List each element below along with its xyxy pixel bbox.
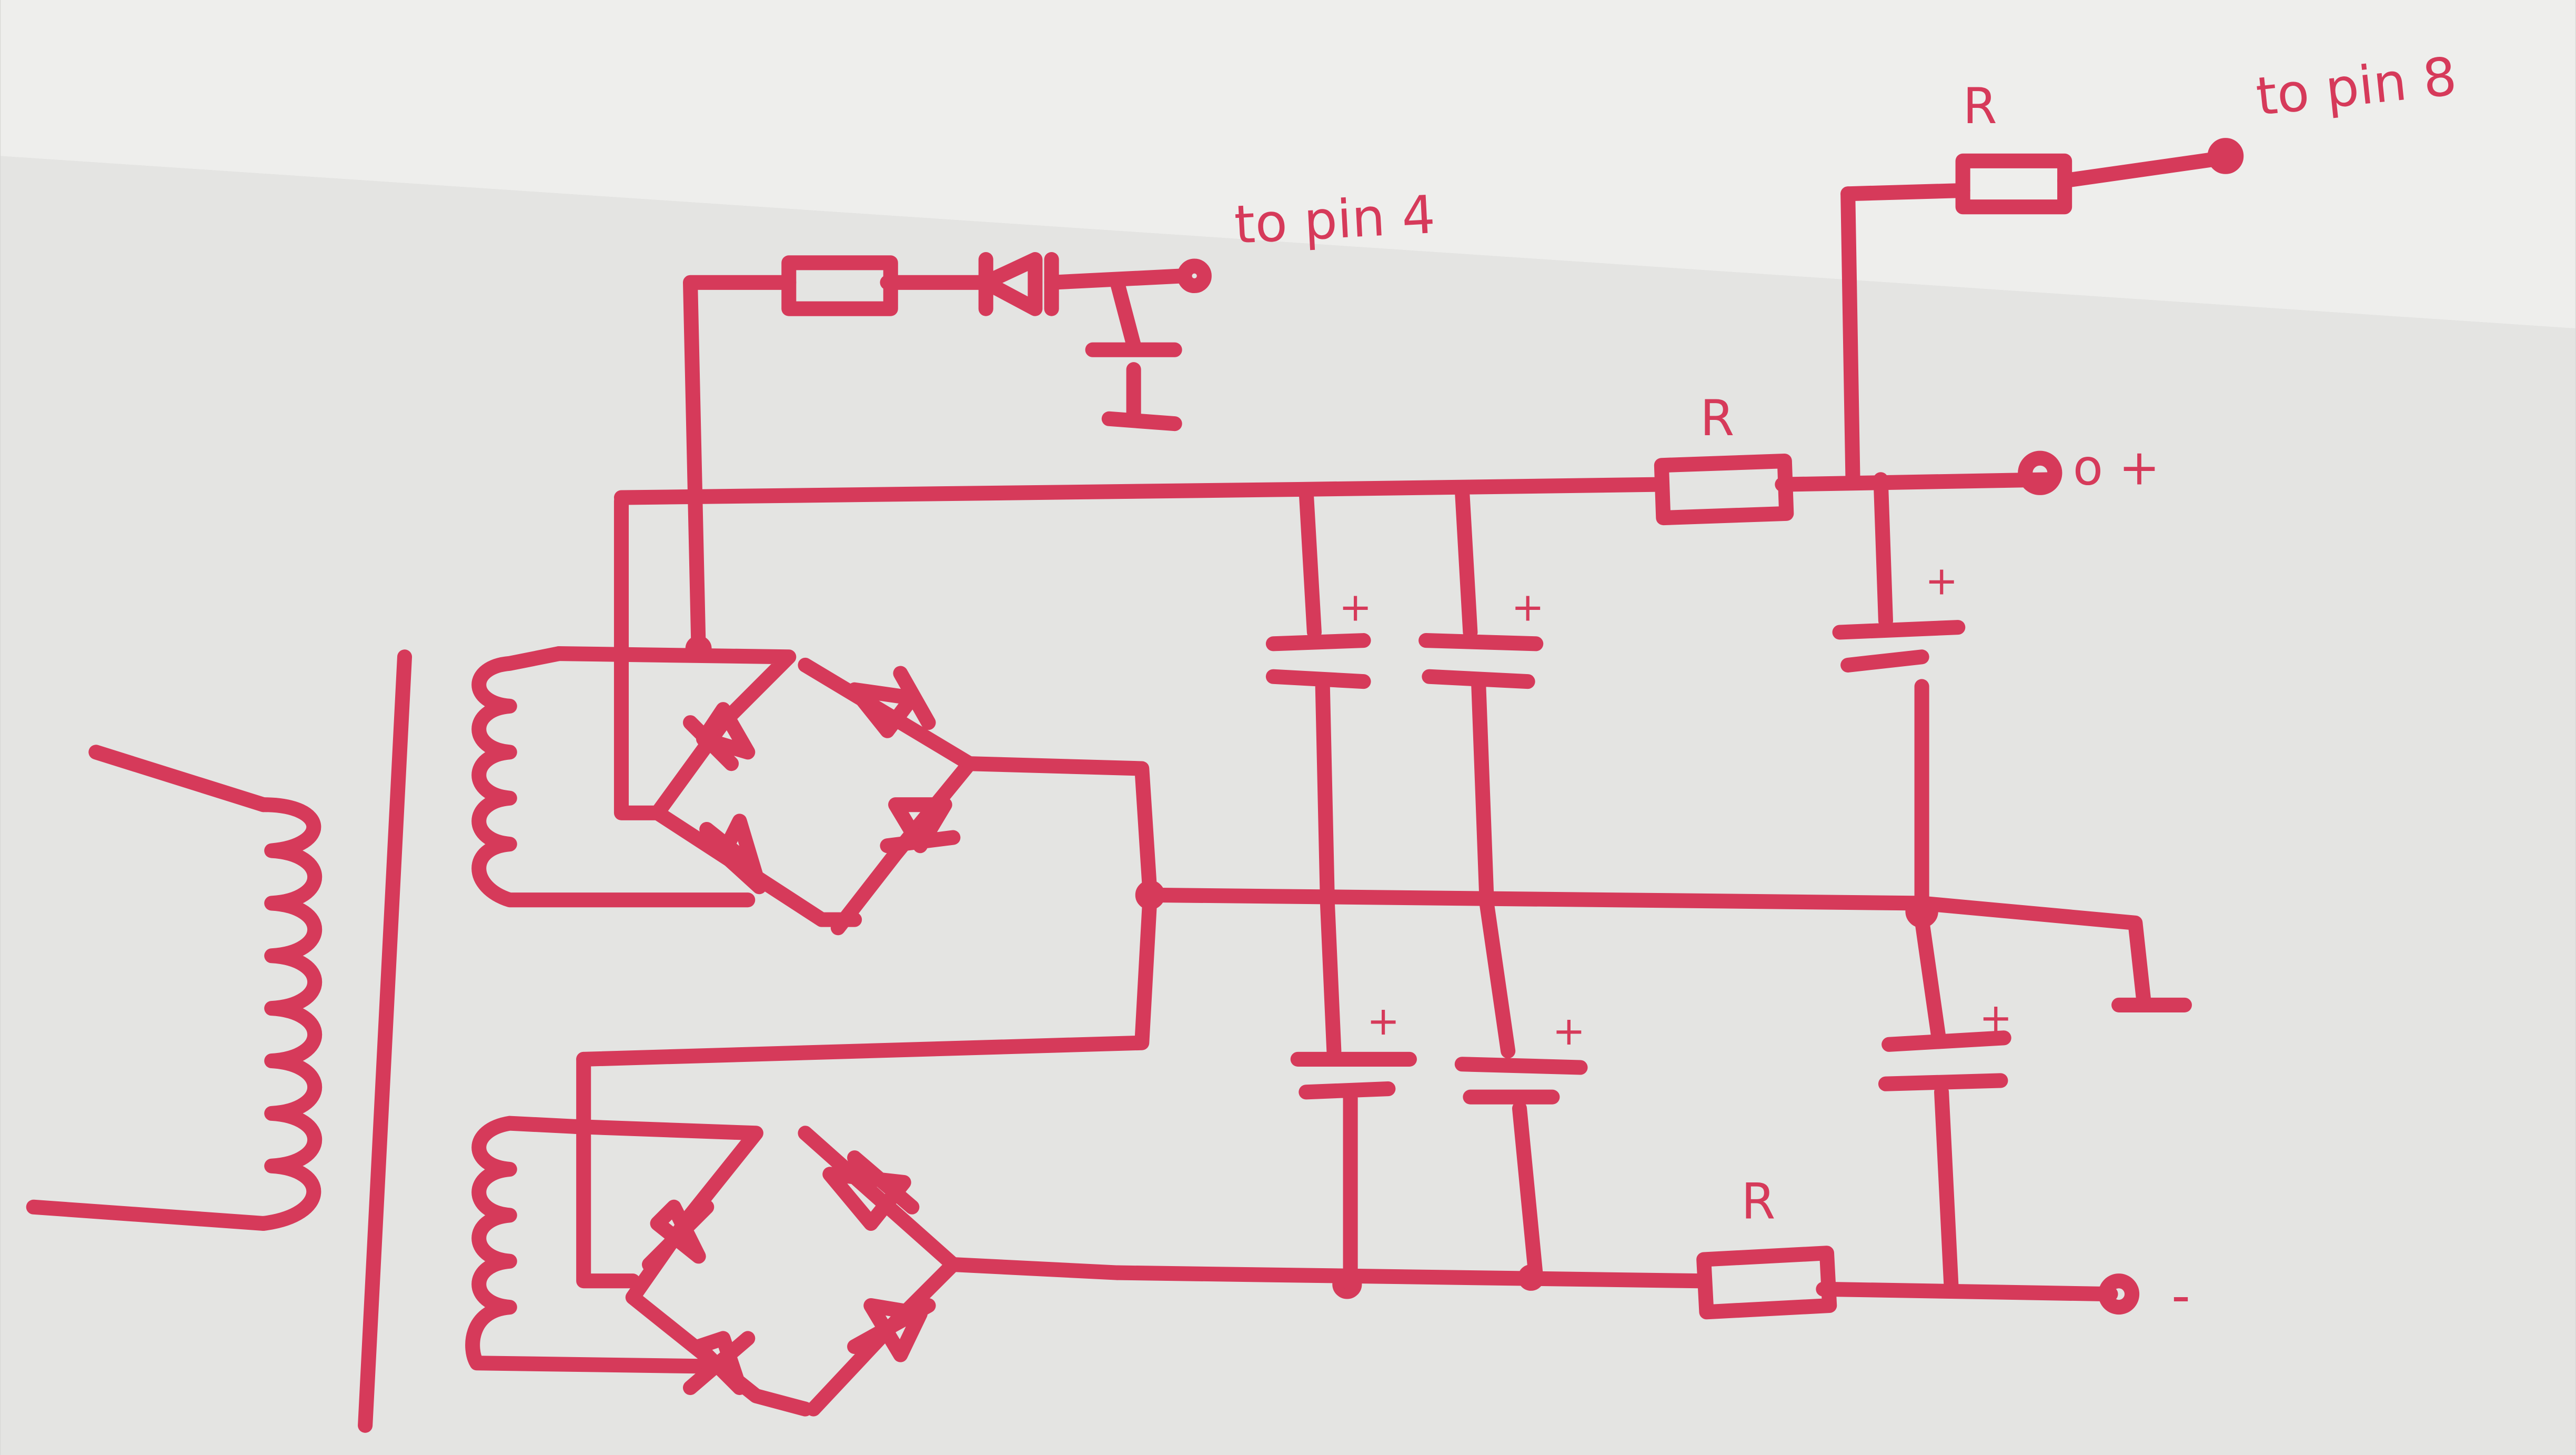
bridge-rectifier-lower bbox=[568, 887, 1158, 1417]
terminals bbox=[1177, 258, 2140, 1315]
resistor-top bbox=[1840, 150, 2233, 487]
capacitor-top-2 bbox=[1418, 481, 1544, 908]
junction-dots bbox=[685, 138, 2244, 1299]
bridge-rectifier-upper bbox=[551, 493, 1158, 936]
resistor-bottom bbox=[1696, 1246, 1837, 1320]
negative-rail bbox=[1110, 1265, 2118, 1302]
capacitor-top-1 bbox=[1265, 481, 1371, 908]
ground-rail bbox=[1142, 887, 2192, 1012]
capacitor-bottom-2 bbox=[1454, 896, 1588, 1286]
secondary-coil-upper bbox=[471, 646, 756, 908]
capacitor-bottom-1 bbox=[1290, 896, 1417, 1292]
cap-plus-2: + bbox=[1511, 584, 1544, 630]
label-negative-output: - bbox=[2171, 1265, 2190, 1327]
cap-plus-5: + bbox=[1552, 1008, 1585, 1054]
cap-plus-3: + bbox=[1925, 558, 1958, 604]
resistor-mid bbox=[1654, 454, 1794, 526]
secondary-coil-lower bbox=[465, 1116, 715, 1374]
label-to-pin-4: to pin 4 bbox=[1233, 184, 1436, 256]
cap-plus-4: + bbox=[1367, 998, 1400, 1044]
cap-plus-1: + bbox=[1339, 584, 1372, 630]
capacitor-bottom-3 bbox=[1878, 912, 2011, 1297]
transformer-core bbox=[358, 649, 412, 1433]
label-resistor-mid: R bbox=[1700, 390, 1734, 447]
cap-plus-6: + bbox=[1979, 995, 2012, 1041]
transformer-primary-coil bbox=[26, 745, 323, 1231]
label-resistor-top: R bbox=[1963, 78, 1997, 135]
label-resistor-bottom: R bbox=[1741, 1173, 1775, 1231]
capacitor-top-3 bbox=[1832, 472, 1966, 911]
positive-rail bbox=[613, 268, 2061, 656]
label-positive-output: o + bbox=[2073, 439, 2160, 497]
pin4-branch bbox=[781, 252, 1182, 432]
